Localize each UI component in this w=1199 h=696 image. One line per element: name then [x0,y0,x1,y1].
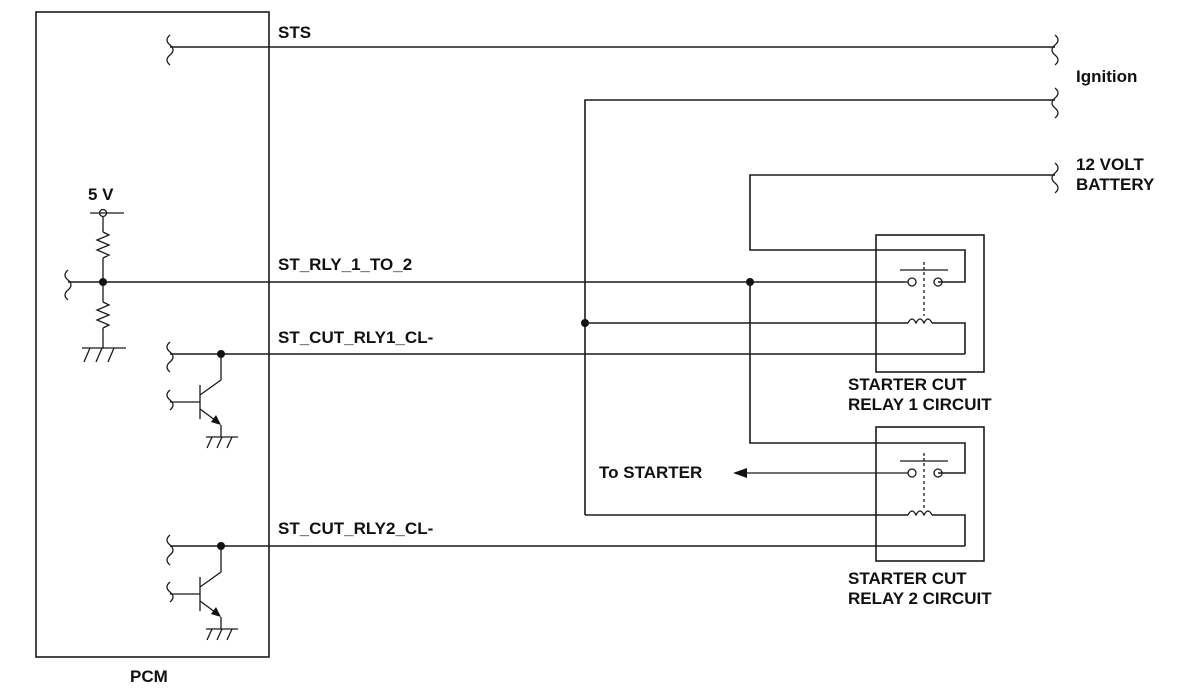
to-starter-label: To STARTER [599,463,702,482]
supply-5v [82,208,126,363]
relay1-coil-feed [581,319,966,354]
wire-break-icon [1051,34,1059,66]
relay2-label-line1: STARTER CUT [848,569,967,588]
sts-wire [166,34,1059,66]
ground-symbol-icon [206,628,238,641]
supply-5v-label: 5 V [88,185,114,204]
resistor-icon [95,301,111,329]
ignition-wire [584,87,1059,515]
st-cut-rly2-label: ST_CUT_RLY2_CL- [278,519,433,538]
wire-break-icon [1051,162,1059,194]
pcm-label: PCM [130,667,168,686]
wire-break-icon [1051,87,1059,119]
st-rly-1-to-2-wire [64,269,966,474]
wire-break-icon [166,34,174,66]
relay1-label-line1: STARTER CUT [848,375,967,394]
relay-switch-icon [900,453,948,508]
relay2-coil-feed [585,514,966,546]
relay-switch-icon [900,262,948,316]
relay-coil-icon [907,510,933,517]
battery-label-line1: 12 VOLT [1076,155,1144,174]
battery-label-line2: BATTERY [1076,175,1155,194]
npn-transistor-icon [166,546,222,629]
relay1 [875,234,985,373]
to-starter-wire [733,468,908,478]
ground-symbol-icon [206,436,238,449]
st-cut-rly2-wire [166,534,965,641]
ignition-label: Ignition [1076,67,1137,86]
wire-break-icon [166,534,174,566]
st-cut-rly1-label: ST_CUT_RLY1_CL- [278,328,433,347]
ground-symbol-icon [82,347,126,363]
wire-break-icon [64,269,72,301]
pcm-box [35,11,270,658]
relay2-label-line2: RELAY 2 CIRCUIT [848,589,992,608]
battery-wire [749,162,1059,283]
resistor-icon [95,231,111,259]
relay2 [875,426,985,562]
npn-transistor-icon [166,354,222,437]
wire-break-icon [166,341,174,373]
st-cut-rly1-wire [166,341,965,449]
arrow-left-icon [733,468,747,478]
relay-coil-icon [907,318,933,325]
st-rly-1-to-2-label: ST_RLY_1_TO_2 [278,255,412,274]
relay1-label-line2: RELAY 1 CIRCUIT [848,395,992,414]
sts-label: STS [278,23,311,42]
